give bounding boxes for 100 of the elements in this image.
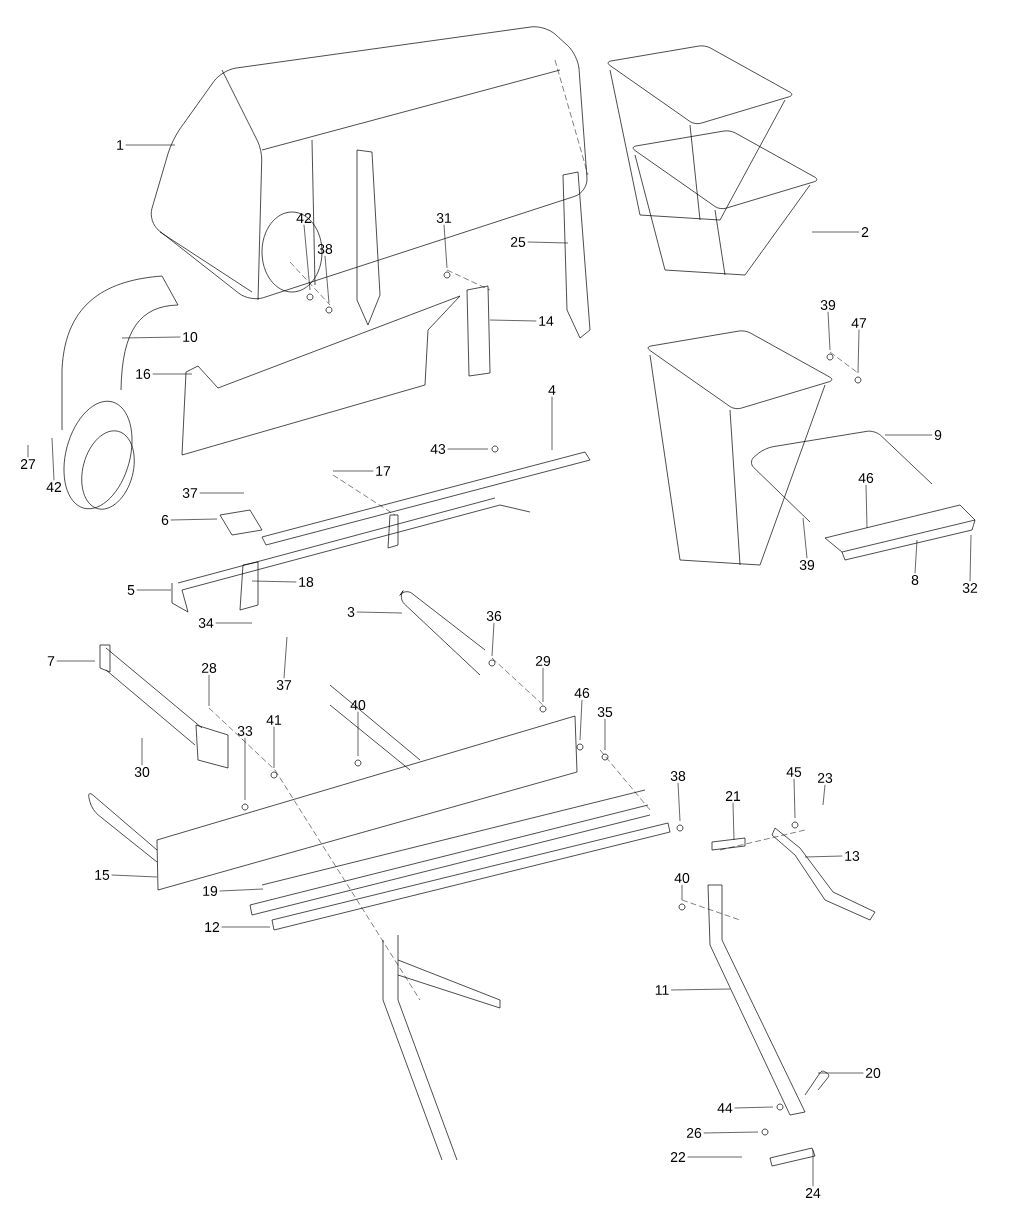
- leader-line: [527, 241, 569, 244]
- callout-number: 42: [46, 482, 62, 492]
- callout-number: 4: [548, 385, 556, 395]
- callout-number: 8: [911, 575, 919, 585]
- callout-number: 29: [535, 656, 551, 666]
- leader-line: [152, 373, 193, 375]
- leader-line: [703, 1131, 759, 1134]
- callout-number: 31: [436, 213, 452, 223]
- callout-number: 39: [820, 300, 836, 310]
- leader-line: [817, 1072, 864, 1074]
- callout-number: 27: [20, 459, 36, 469]
- callout-number: 22: [670, 1152, 686, 1162]
- callout-number: 18: [299, 577, 314, 587]
- leader-line: [219, 888, 264, 892]
- leader-line: [332, 470, 374, 472]
- callout-number: 28: [201, 663, 217, 673]
- callout-number: 39: [799, 560, 815, 570]
- leader-line: [27, 444, 29, 458]
- callout-number: 36: [486, 611, 502, 621]
- leader-line: [356, 611, 403, 614]
- callout-number: 41: [266, 715, 282, 725]
- callout-number: 30: [134, 767, 150, 777]
- callout-number: 3: [347, 607, 355, 617]
- leader-line: [914, 539, 918, 574]
- leader-line: [677, 782, 681, 822]
- callout-number: 11: [655, 985, 669, 995]
- callout-number: 24: [805, 1188, 821, 1198]
- leader-line: [822, 784, 826, 806]
- leader-line: [812, 1149, 814, 1187]
- callout-number: 2: [861, 227, 869, 237]
- leader-line: [443, 224, 448, 269]
- callout-number: 23: [817, 773, 833, 783]
- callout-number: 10: [183, 332, 198, 342]
- callout-number: 7: [47, 656, 55, 666]
- callout-number: 15: [95, 870, 110, 880]
- leader-line: [687, 1156, 743, 1158]
- leader-line: [670, 988, 731, 991]
- callout-number: 9: [934, 430, 942, 440]
- leader-line: [125, 144, 176, 146]
- callout-number: 43: [430, 444, 446, 454]
- leader-line: [793, 778, 796, 819]
- leader-line: [732, 802, 735, 841]
- leader-line: [141, 737, 143, 766]
- leader-line: [56, 660, 96, 662]
- leader-line: [251, 580, 297, 583]
- leader-line: [221, 926, 271, 928]
- callout-number: 46: [574, 688, 590, 698]
- callout-number: 40: [674, 873, 690, 883]
- callout-number: 12: [205, 922, 220, 932]
- leader-line: [802, 517, 808, 559]
- leader-line: [811, 231, 860, 233]
- callout-number: 33: [237, 726, 253, 736]
- callout-number: 21: [725, 791, 741, 801]
- leader-line: [969, 534, 972, 582]
- leader-line: [324, 255, 330, 304]
- leader-line: [857, 329, 860, 374]
- callout-number: 37: [182, 488, 198, 498]
- leader-line: [51, 437, 55, 481]
- callout-number: 5: [127, 585, 135, 595]
- leader-line: [827, 311, 831, 351]
- leader-line: [447, 448, 489, 450]
- leader-line: [283, 636, 288, 679]
- leader-line: [244, 737, 246, 801]
- leader-line: [491, 622, 495, 657]
- callout-number: 32: [962, 583, 978, 593]
- leader-line: [734, 1106, 774, 1109]
- leader-line: [111, 874, 158, 878]
- callout-number: 25: [510, 237, 526, 247]
- leader-line: [170, 518, 218, 521]
- callout-number: 34: [198, 618, 214, 628]
- callout-number: 37: [276, 680, 292, 690]
- callout-number: 6: [161, 515, 169, 525]
- leader-line: [215, 622, 253, 624]
- callout-number: 42: [296, 213, 312, 223]
- leader-line: [604, 718, 606, 751]
- callout-number: 46: [858, 473, 874, 483]
- callout-number: 45: [786, 767, 802, 777]
- leader-line: [121, 336, 181, 339]
- leader-line: [136, 589, 172, 591]
- callout-number: 35: [597, 707, 613, 717]
- callout-number: 40: [350, 700, 366, 710]
- callout-number: 16: [136, 369, 151, 379]
- leader-line: [551, 396, 553, 451]
- callout-number: 17: [376, 466, 391, 476]
- callout-number: 38: [670, 771, 686, 781]
- callout-number: 19: [203, 886, 218, 896]
- callout-number: 20: [865, 1068, 881, 1078]
- leader-line: [273, 726, 275, 769]
- callout-number: 26: [686, 1128, 702, 1138]
- leader-line: [681, 884, 683, 901]
- leader-line: [804, 855, 843, 858]
- leader-line: [865, 484, 868, 529]
- leader-line: [542, 667, 544, 703]
- leader-line: [357, 711, 359, 757]
- callout-number: 1: [117, 140, 124, 150]
- callout-number: 38: [317, 244, 333, 254]
- leader-line: [489, 319, 537, 322]
- leader-line: [303, 224, 311, 291]
- leader-line: [208, 674, 210, 707]
- callout-number: 47: [851, 318, 867, 328]
